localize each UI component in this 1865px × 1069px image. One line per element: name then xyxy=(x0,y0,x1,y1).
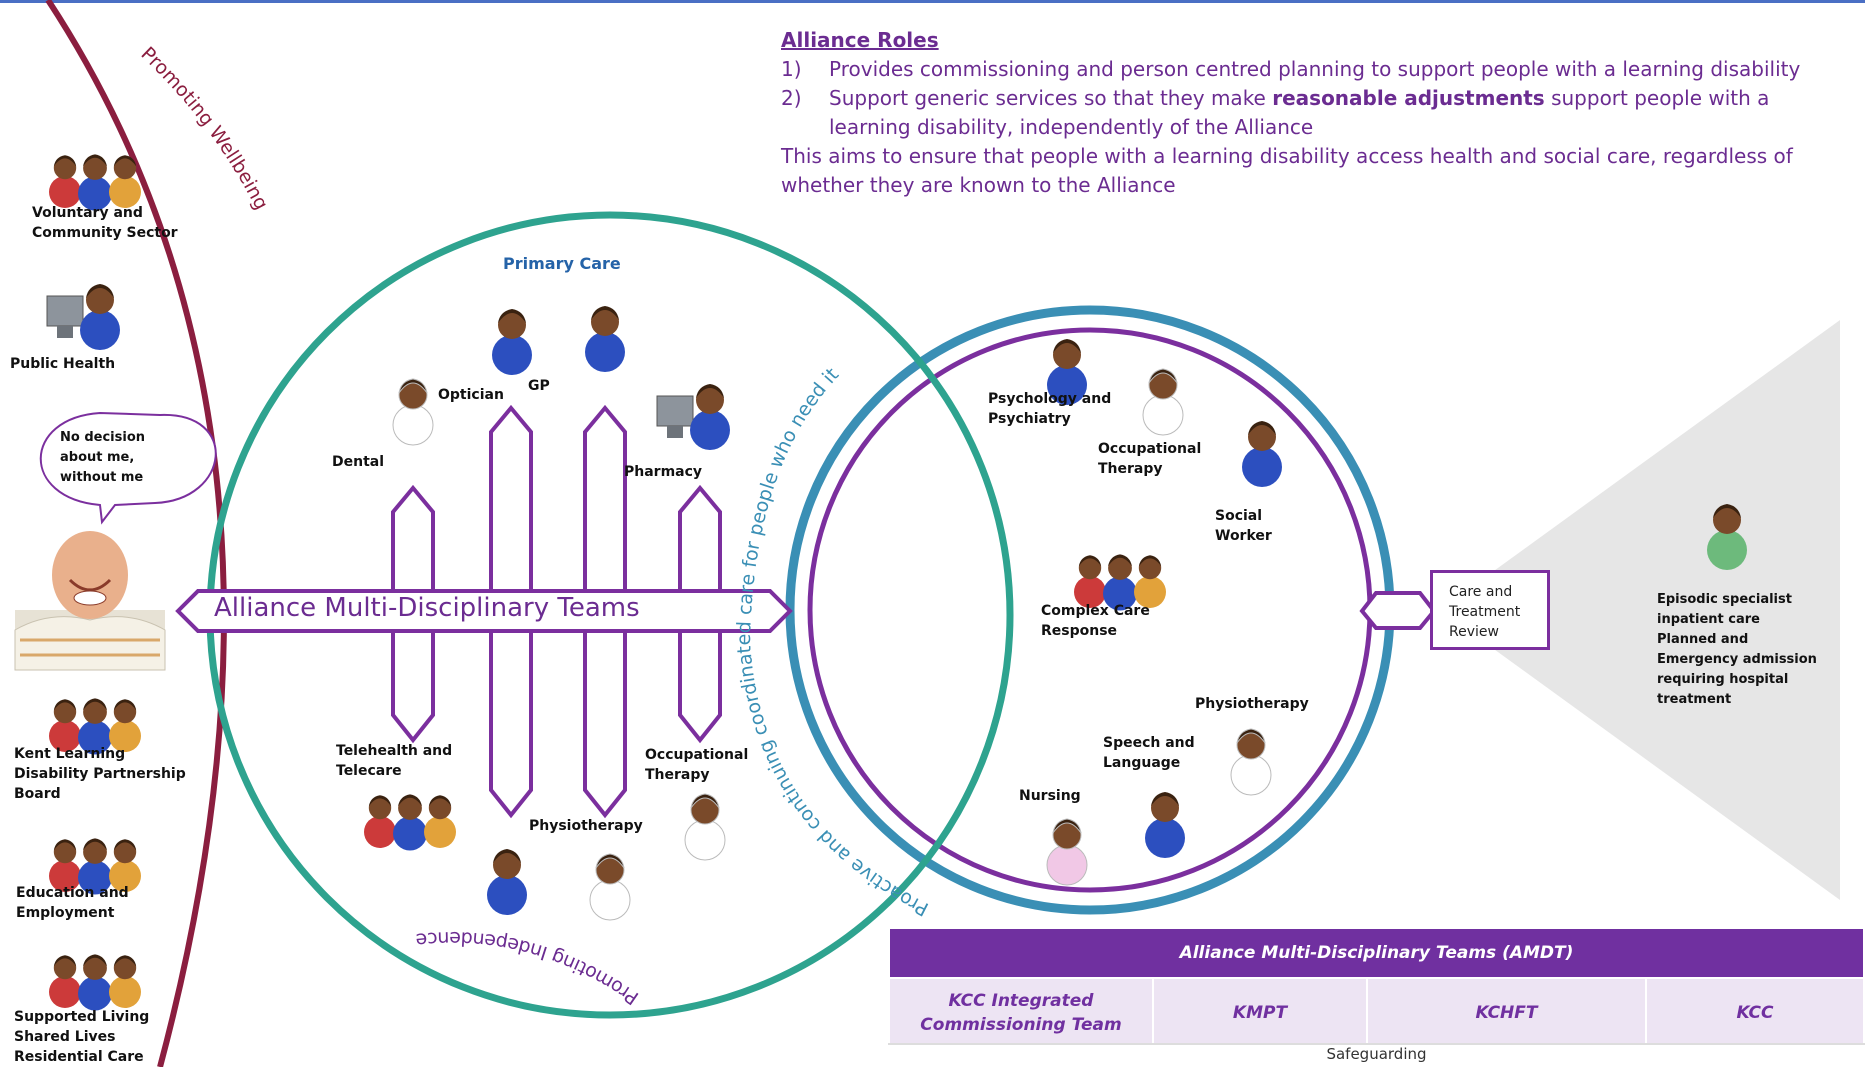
label-telehealth: Telehealth and Telecare xyxy=(336,743,453,779)
amdt-table: Alliance Multi-Disciplinary Teams (AMDT)… xyxy=(888,927,1865,1049)
amdt-arrow-label: Alliance Multi-Disciplinary Teams xyxy=(214,593,640,623)
primary-care-title: Primary Care xyxy=(503,254,621,273)
coordinated-care-label: Proactive and continuing coordinated car… xyxy=(733,364,932,920)
roles-summary: This aims to ensure that people with a l… xyxy=(781,144,1793,197)
amdt-table-header: Alliance Multi-Disciplinary Teams (AMDT) xyxy=(888,927,1865,979)
care-treatment-review: Care and Treatment Review xyxy=(1430,570,1550,650)
amdt-col-kcc: KCC xyxy=(1645,977,1865,1049)
role-text: Support generic services so that they ma… xyxy=(829,84,1841,142)
role-text-after: support people with a learning disabilit… xyxy=(829,86,1770,139)
person-icon-gp-1 xyxy=(492,309,532,375)
safeguarding-row: Safeguarding xyxy=(888,1043,1865,1069)
speech-bubble-text: No decision about me, without me xyxy=(60,430,146,485)
role-text-before: Support generic services so that they ma… xyxy=(829,86,1273,110)
group-icon-supported-living xyxy=(49,954,141,1011)
person-icon-ot-specialist xyxy=(1142,368,1184,436)
amdt-col-kcc-integrated: KCC Integrated Commissioning Team xyxy=(888,977,1154,1049)
independence-arc-label: Promoting Independence xyxy=(415,927,643,1009)
person-photo xyxy=(14,531,166,671)
label-voluntary: Voluntary and Community Sector xyxy=(32,205,178,241)
alliance-roles: Alliance Roles 1) Provides commissioning… xyxy=(781,26,1841,200)
top-border xyxy=(0,0,1865,3)
label-ot-specialist: Occupational Therapy xyxy=(1098,441,1202,477)
person-icon-dental xyxy=(392,378,434,446)
person-icon-gp-2 xyxy=(585,306,625,372)
role-text: Provides commissioning and person centre… xyxy=(829,57,1801,81)
amdt-col-kmpt: KMPT xyxy=(1152,977,1368,1049)
amdt-columns-row: KCC Integrated Commissioning Team KMPT K… xyxy=(888,977,1865,1049)
person-icon-speech xyxy=(1145,792,1185,858)
amdt-col-kchft: KCHFT xyxy=(1366,977,1647,1049)
wellbeing-arc xyxy=(45,0,227,1067)
label-psychology: Psychology and Psychiatry xyxy=(988,391,1112,427)
wellbeing-arc-label: Promoting Wellbeing xyxy=(137,43,273,214)
role-number: 1) xyxy=(781,57,802,81)
label-nursing: Nursing xyxy=(1019,788,1081,804)
label-optician: Optician xyxy=(438,387,504,403)
label-pharmacy: Pharmacy xyxy=(624,464,703,480)
role-item-2: 2) Support generic services so that they… xyxy=(781,84,1841,142)
label-dental: Dental xyxy=(332,454,385,470)
person-icon-physio-1 xyxy=(487,849,527,915)
amdt-header-row: Alliance Multi-Disciplinary Teams (AMDT) xyxy=(888,927,1865,979)
label-supported-living: Supported Living Shared Lives Residentia… xyxy=(14,1009,150,1065)
computer-user-icon-public-health xyxy=(46,284,120,350)
group-icon-telehealth xyxy=(364,794,456,851)
role-item-1: 1) Provides commissioning and person cen… xyxy=(781,55,1841,84)
label-speech: Speech and Language xyxy=(1103,735,1195,771)
amdt-arrow xyxy=(175,589,793,633)
person-icon-ot-primary xyxy=(684,793,726,861)
person-icon-physio-specialist xyxy=(1230,728,1272,796)
person-icon-nursing xyxy=(1046,818,1088,886)
person-icon-physio-2 xyxy=(589,853,631,921)
speech-bubble xyxy=(39,411,217,525)
label-physio-primary: Physiotherapy xyxy=(529,818,643,834)
label-ot-primary: Occupational Therapy xyxy=(645,747,749,783)
label-physio-specialist: Physiotherapy xyxy=(1195,696,1309,712)
computer-user-icon-pharmacy xyxy=(656,384,730,450)
label-episodic-care: Episodic specialist inpatient care Plann… xyxy=(1657,592,1817,707)
role-text-bold: reasonable adjustments xyxy=(1272,86,1545,110)
label-kent-ldpb: Kent Learning Disability Partnership Boa… xyxy=(14,746,186,802)
care-review-connector xyxy=(1359,591,1437,630)
label-education: Education and Employment xyxy=(16,885,129,921)
roles-title: Alliance Roles xyxy=(781,28,939,52)
label-public-health: Public Health xyxy=(10,356,116,372)
label-complex-care: Complex Care Response xyxy=(1041,603,1150,639)
person-icon-social-worker xyxy=(1242,421,1282,487)
role-number: 2) xyxy=(781,86,802,110)
label-gp: GP xyxy=(528,378,550,394)
episodic-care-triangle xyxy=(1440,320,1840,900)
label-social-worker: Social Worker xyxy=(1215,508,1272,544)
